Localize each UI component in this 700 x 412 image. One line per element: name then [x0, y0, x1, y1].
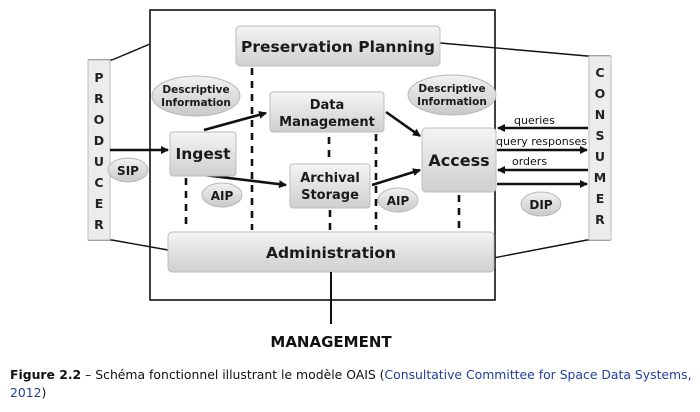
descriptive-info-left-ellipse — [151, 75, 241, 117]
descriptive-info-right-line2: Information — [417, 96, 487, 108]
queries-label: queries — [514, 114, 555, 127]
descriptive-info-right-ellipse — [407, 74, 497, 116]
access-label: Access — [428, 151, 489, 170]
flow-arrows — [110, 110, 421, 189]
orders-label: orders — [512, 155, 547, 168]
producer-bar — [87, 59, 111, 241]
aip-left-ellipse — [201, 182, 243, 208]
producer-letter: R — [94, 91, 104, 106]
preservation-planning-label: Preservation Planning — [241, 38, 435, 56]
consumer-letter: R — [595, 212, 605, 227]
preservation-planning-box — [235, 25, 441, 67]
archival-storage-box — [289, 163, 371, 209]
access-box — [421, 127, 497, 193]
producer-letter: E — [95, 196, 104, 211]
data-management-label-line1: Data — [310, 98, 345, 113]
consumer-letter: M — [594, 170, 606, 185]
sip-ellipse — [107, 157, 149, 183]
aip-right-ellipse — [377, 187, 419, 213]
data-management-label-line2: Management — [279, 115, 375, 130]
aip-right-label: AIP — [387, 194, 410, 208]
consumer-letter: N — [595, 107, 605, 122]
consumer-letter: U — [595, 149, 605, 164]
descriptive-info-left-line1: Descriptive — [162, 84, 229, 96]
producer-letter: D — [94, 133, 104, 148]
aip-left-label: AIP — [211, 189, 234, 203]
consumer-letter: O — [595, 86, 606, 101]
consumer-flows — [497, 124, 588, 188]
descriptive-info-right-line1: Descriptive — [418, 83, 485, 95]
caption-close: ) — [41, 385, 47, 400]
figure-caption: Figure 2.2 – Schéma fonctionnel illustra… — [10, 366, 694, 402]
caption-citation-link[interactable]: Consultative Committee for Space Data Sy… — [10, 367, 692, 400]
producer-letter: O — [94, 112, 105, 127]
producer-letter: P — [94, 70, 103, 85]
consumer-letter: C — [595, 65, 604, 80]
consumer-letters: C O N S U M E R — [594, 65, 606, 227]
caption-label: Figure 2.2 — [10, 367, 82, 382]
archival-storage-label-line2: Storage — [301, 188, 359, 203]
ingest-box — [169, 131, 237, 177]
ingest-label: Ingest — [175, 145, 231, 163]
consumer-letter: E — [596, 191, 605, 206]
query-responses-label: query responses — [496, 135, 587, 148]
consumer-letter: S — [595, 128, 604, 143]
dip-label: DIP — [529, 198, 552, 212]
producer-letters: P R O D U C E R — [94, 70, 105, 232]
data-management-box — [269, 91, 385, 133]
producer-letter: U — [94, 154, 104, 169]
caption-text: Schéma fonctionnel illustrant le modèle … — [95, 367, 385, 382]
dip-ellipse — [520, 191, 562, 217]
caption-dash: – — [81, 367, 96, 382]
producer-letter: R — [94, 217, 104, 232]
producer-letter: C — [94, 175, 103, 190]
management-label: MANAGEMENT — [270, 333, 392, 351]
descriptive-info-left-line2: Information — [161, 97, 231, 109]
administration-label: Administration — [266, 244, 396, 262]
consumer-bar — [588, 55, 612, 241]
archival-storage-label-line1: Archival — [300, 171, 360, 186]
sip-label: SIP — [117, 164, 139, 178]
